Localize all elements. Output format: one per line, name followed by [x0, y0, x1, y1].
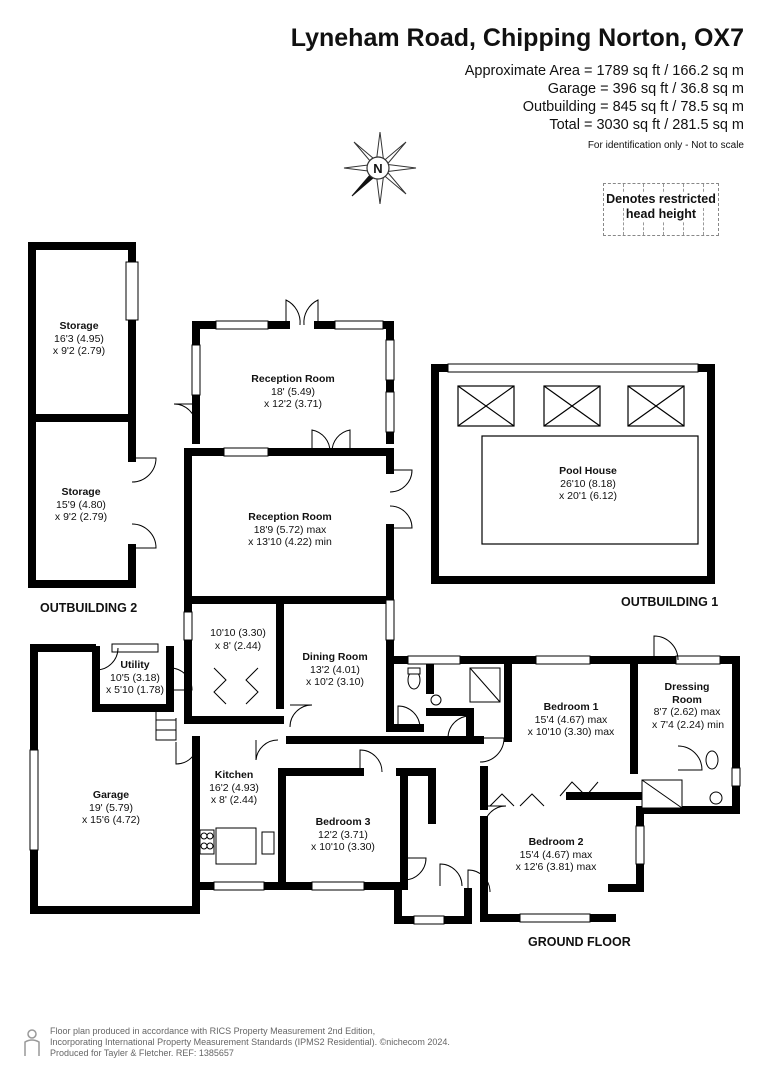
outbuilding-2-caption: OUTBUILDING 2: [40, 601, 138, 615]
plan-title: Lyneham Road, Chipping Norton, OX7: [290, 24, 744, 52]
room-bedroom-3: Bedroom 3 12'2 (3.71) x 10'10 (3.30): [311, 816, 375, 854]
room-name: Bedroom 2: [528, 836, 584, 848]
room-bedroom-1: Bedroom 1 15'4 (4.67) max x 10'10 (3.30)…: [528, 701, 615, 739]
room-name: Storage: [61, 486, 101, 498]
room-reception-top: Reception Room 18' (5.49) x 12'2 (3.71): [251, 373, 334, 411]
room-dim-2: x 10'10 (3.30) max: [527, 726, 615, 738]
room-dim-2: x 9'2 (2.79): [52, 345, 106, 357]
outbuilding-area: Outbuilding = 845 sq ft / 78.5 sq m: [522, 99, 744, 115]
total-area: Total = 3030 sq ft / 281.5 sq m: [549, 117, 744, 133]
room-dim-2: x 7'4 (2.24) min: [652, 718, 725, 731]
room-storage-top: Storage 16'3 (4.95) x 9'2 (2.79): [53, 320, 105, 358]
restricted-height-legend: Denotes restricted head height: [603, 183, 719, 236]
ground-floor-caption: GROUND FLOOR: [528, 935, 631, 949]
room-name: Reception Room: [251, 373, 335, 385]
garage-area: Garage = 396 sq ft / 36.8 sq m: [547, 81, 744, 97]
ipms-logo-icon: [24, 1029, 40, 1056]
approximate-area: Approximate Area = 1789 sq ft / 166.2 sq…: [464, 63, 744, 79]
footer-line-1: Floor plan produced in accordance with R…: [50, 1026, 376, 1036]
room-dim-2: x 10'10 (3.30): [311, 841, 375, 853]
room-dim-2: x 5'10 (1.78): [105, 684, 165, 696]
room-dressing: Dressing Room 8'7 (2.62) max x 7'4 (2.24…: [652, 681, 725, 731]
room-dim-2: x 8' (2.44): [214, 639, 262, 652]
room-dim-1: 26'10 (8.18): [560, 477, 616, 490]
footer-line-3: Produced for Tayler & Fletcher. REF: 138…: [50, 1048, 234, 1058]
room-name: Dressing Room: [664, 681, 710, 706]
room-dim-1: 13'2 (4.01): [310, 663, 360, 676]
room-name: Reception Room: [248, 511, 332, 523]
room-dim-2: x 9'2 (2.79): [54, 511, 108, 523]
room-name: Storage: [59, 320, 99, 332]
room-name: Utility: [120, 659, 150, 671]
outbuilding-1-caption: OUTBUILDING 1: [621, 595, 719, 609]
outbuilding2-wall: [28, 242, 136, 588]
room-utility: Utility 10'5 (3.18) x 5'10 (1.78): [106, 659, 164, 697]
room-dim-2: x 8' (2.44): [210, 794, 258, 806]
room-dim-1: 18' (5.49): [270, 385, 316, 398]
room-dim-1: 8'7 (2.62) max: [653, 706, 721, 718]
room-dim-1: 16'2 (4.93): [209, 781, 259, 794]
room-dim-1: 19' (5.79): [88, 801, 134, 814]
room-name: Bedroom 3: [315, 816, 371, 828]
room-name: Bedroom 1: [543, 701, 599, 713]
room-dining: Dining Room 13'2 (4.01) x 10'2 (3.10): [302, 651, 367, 689]
room-dim-2: x 20'1 (6.12): [558, 490, 618, 502]
room-pool-house: Pool House 26'10 (8.18) x 20'1 (6.12): [559, 465, 617, 503]
legend-line-1: Denotes restricted: [604, 192, 718, 207]
legend-line-2: head height: [623, 207, 699, 222]
room-bedroom-2: Bedroom 2 15'4 (4.67) max x 12'6 (3.81) …: [516, 836, 597, 874]
room-dim-1: 18'9 (5.72) max: [253, 523, 327, 536]
room-dim-2: x 13'10 (4.22) min: [248, 536, 332, 548]
compass-icon: N: [343, 131, 417, 205]
room-dim-1: 15'4 (4.67) max: [519, 848, 593, 861]
room-kitchen: Kitchen 16'2 (4.93) x 8' (2.44): [209, 769, 259, 807]
room-hall-store: 10'10 (3.30) x 8' (2.44): [210, 627, 266, 652]
footer-credits: Floor plan produced in accordance with R…: [50, 1026, 450, 1059]
room-dim-2: x 12'2 (3.71): [263, 398, 323, 410]
room-dim-1: 16'3 (4.95): [54, 332, 104, 345]
room-dim-1: 15'4 (4.67) max: [534, 713, 608, 726]
room-storage-bottom: Storage 15'9 (4.80) x 9'2 (2.79): [55, 486, 107, 524]
room-dim-1: 12'2 (3.71): [318, 828, 368, 841]
footer-line-2: Incorporating International Property Mea…: [50, 1037, 450, 1047]
room-reception-main: Reception Room 18'9 (5.72) max x 13'10 (…: [248, 511, 332, 549]
room-dim-2: x 10'2 (3.10): [305, 676, 365, 688]
room-name: Garage: [92, 789, 130, 801]
compass-letter: N: [373, 161, 382, 176]
room-name: Pool House: [559, 465, 617, 477]
room-dim-2: x 12'6 (3.81) max: [515, 861, 597, 873]
room-garage: Garage 19' (5.79) x 15'6 (4.72): [82, 789, 140, 827]
room-name: Dining Room: [302, 651, 368, 663]
room-dim-1: 15'9 (4.80): [56, 498, 106, 511]
room-dim-2: x 15'6 (4.72): [81, 814, 141, 826]
room-dim-1: 10'10 (3.30): [210, 627, 266, 639]
scale-note: For identification only - Not to scale: [587, 140, 744, 151]
room-dim-1: 10'5 (3.18): [110, 671, 160, 684]
room-name: Kitchen: [214, 769, 254, 781]
